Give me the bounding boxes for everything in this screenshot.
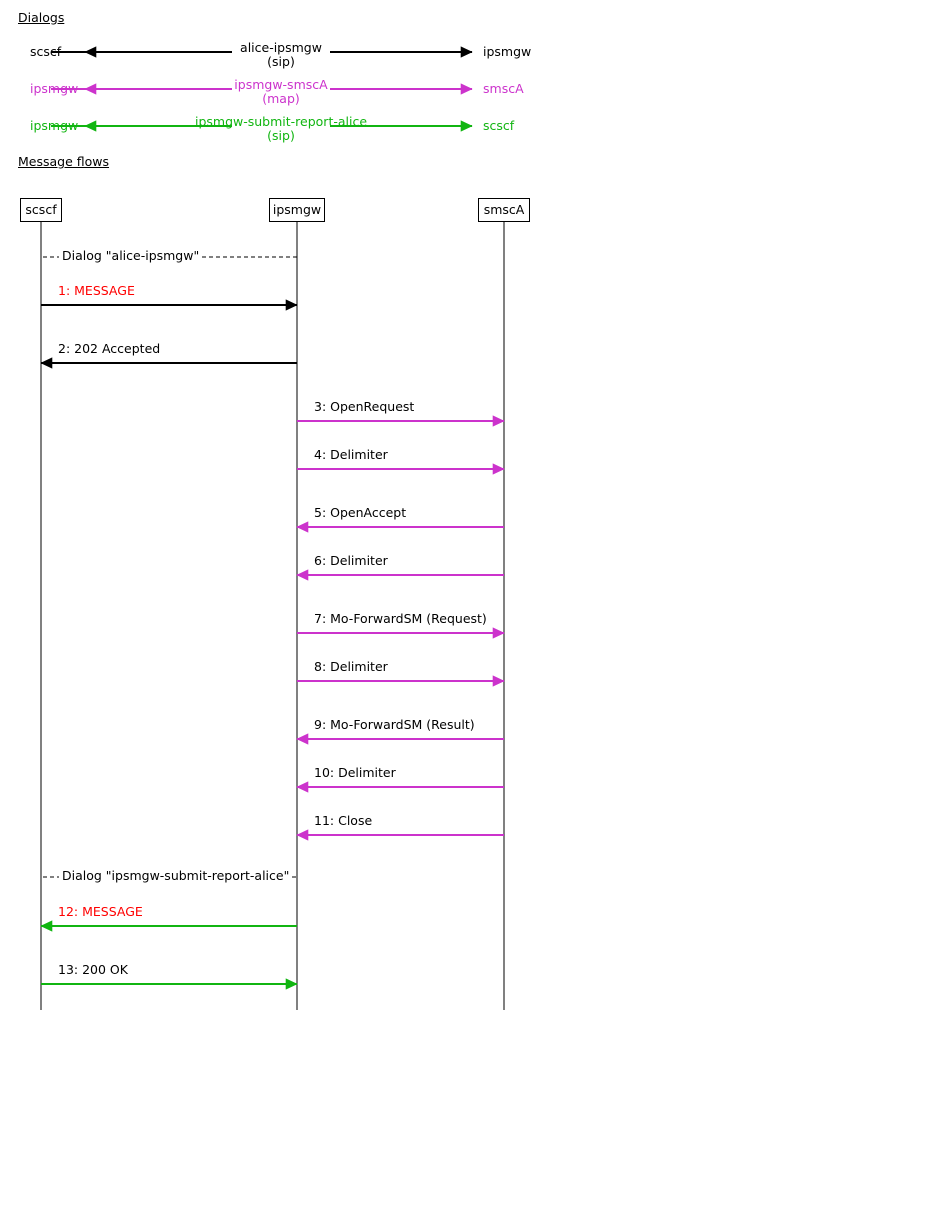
message-label-5: 5: OpenAccept [314, 505, 407, 520]
lifeline-head-scscf[interactable]: scscf [20, 198, 62, 222]
arrow-head [84, 83, 97, 95]
arrow-head [296, 569, 309, 581]
message-flows-section-heading: Message flows [18, 154, 110, 169]
arrow-head [492, 463, 505, 475]
lifeline-label: scscf [25, 201, 57, 217]
arrow-head [492, 415, 505, 427]
message-label-13: 13: 200 OK [58, 962, 128, 977]
dialog-right-endpoint-label: scscf [483, 118, 515, 133]
message-label-9: 9: Mo-ForwardSM (Result) [314, 717, 475, 732]
dialog-protocol: (sip) [267, 128, 295, 143]
arrow-head [492, 627, 505, 639]
arrow-head [492, 675, 505, 687]
arrow-head [40, 357, 53, 369]
arrow-head [296, 829, 309, 841]
lifeline-head-smscA[interactable]: smscA [478, 198, 530, 222]
arrow-head [460, 120, 473, 132]
dialog-right-endpoint-label: ipsmgw [483, 44, 532, 59]
dialog-name-caption: ipsmgw-submit-report-alice(sip) [181, 115, 381, 143]
arrow-head [296, 521, 309, 533]
dialog-separator-label: Dialog "ipsmgw-submit-report-alice" [59, 869, 293, 883]
dialog-name-caption: alice-ipsmgw(sip) [181, 41, 381, 69]
message-label-11: 11: Close [314, 813, 373, 828]
lifeline-label: ipsmgw [272, 201, 322, 217]
dialogs-section-heading: Dialogs [18, 10, 65, 25]
message-label-10: 10: Delimiter [314, 765, 396, 780]
message-label-2: 2: 202 Accepted [58, 341, 161, 356]
lifeline-head-ipsmgw[interactable]: ipsmgw [269, 198, 325, 222]
dialog-name-caption: ipsmgw-smscA(map) [181, 78, 381, 106]
message-label-6: 6: Delimiter [314, 553, 388, 568]
arrow-head [285, 978, 298, 990]
message-label-1: 1: MESSAGE [58, 283, 135, 298]
message-label-4: 4: Delimiter [314, 447, 388, 462]
arrow-head [285, 299, 298, 311]
dialog-left-endpoint-label: scscf [30, 44, 62, 59]
message-label-7: 7: Mo-ForwardSM (Request) [314, 611, 487, 626]
message-label-8: 8: Delimiter [314, 659, 388, 674]
dialog-name: ipsmgw-smscA [230, 78, 332, 92]
arrow-head [296, 733, 309, 745]
arrow-head [84, 120, 97, 132]
arrow-head [84, 46, 97, 58]
dialog-separator-label: Dialog "alice-ipsmgw" [59, 249, 203, 263]
dialog-protocol: (map) [262, 91, 300, 106]
message-label-3: 3: OpenRequest [314, 399, 415, 414]
dialog-protocol: (sip) [267, 54, 295, 69]
arrow-head [460, 46, 473, 58]
dialog-name: ipsmgw-submit-report-alice [190, 115, 372, 129]
dialog-right-endpoint-label: smscA [483, 81, 524, 96]
dialog-name: alice-ipsmgw [236, 41, 326, 55]
arrow-head [296, 781, 309, 793]
arrow-head [460, 83, 473, 95]
message-label-12: 12: MESSAGE [58, 904, 143, 919]
arrow-head [40, 920, 53, 932]
lifeline-label: smscA [483, 201, 525, 217]
